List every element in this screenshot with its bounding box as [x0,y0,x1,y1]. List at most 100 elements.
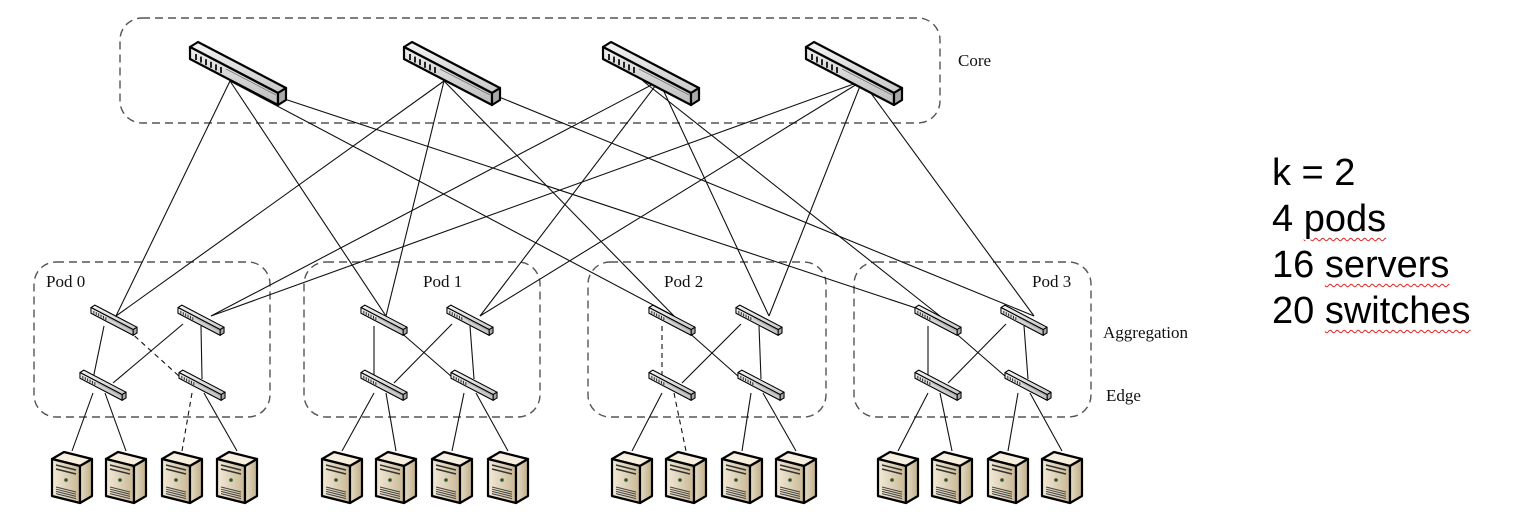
core-agg-link [115,80,445,317]
edge-server-link [741,392,752,452]
core-agg-link [861,80,1035,317]
group-boxes [33,17,1092,418]
aggregation-switch-2-1-icon [735,304,783,336]
links [71,80,1063,452]
core-group-box [119,17,941,124]
core-agg-link [229,80,941,317]
edge-server-link [673,392,687,452]
aggregation-switch-0-1-icon [177,304,225,336]
edge-switch-0-1-icon [178,369,226,401]
agg-edge-link [681,323,742,384]
aggregation-layer-label: Aggregation [1103,323,1188,342]
edge-switch-1-0-icon [360,369,408,401]
core-switch-1-icon [402,40,502,107]
core-agg-link [443,80,675,317]
agg-edge-link [397,329,453,378]
pod-label-2: Pod 2 [664,272,703,291]
aggregation-switch-1-0-icon [360,304,408,336]
edge-server-link [1007,392,1019,452]
agg-edge-link [393,323,453,384]
servers-count-line: 16 servers [1272,242,1471,288]
edge-server-link [181,392,193,452]
edge-server-link [1029,392,1063,452]
edge-switch-3-0-icon [914,369,962,401]
edge-layer-label: Edge [1106,386,1141,405]
server-1-1-icon [374,450,418,505]
edge-server-link [762,392,797,452]
agg-edge-link [127,329,181,378]
core-layer-label: Core [958,51,991,70]
agg-edge-link [112,323,184,384]
core-agg-link [229,80,675,317]
server-2-0-icon [610,450,654,505]
edge-switch-3-1-icon [1004,369,1052,401]
edge-server-link [475,392,509,452]
switches-word: switches [1324,290,1471,332]
aggregation-switch-3-1-icon [1000,304,1048,336]
agg-edge-link [758,325,762,380]
server-1-2-icon [430,450,474,505]
core-switch-2-icon [601,40,701,107]
pod-box-2 [587,261,827,418]
server-2-2-icon [720,450,764,505]
server-0-3-icon [215,450,259,505]
core-agg-link [479,80,863,317]
core-agg-link [768,80,863,317]
core-switch-3-icon [804,40,904,107]
core-agg-link [479,80,660,317]
core-switch-0-icon [188,40,288,107]
core-agg-link [115,80,231,317]
edge-server-link [341,392,375,452]
agg-edge-link [951,329,1007,378]
pod-box-1 [303,261,541,418]
edge-server-link [631,392,663,452]
switches-count-line: 20 switches [1272,288,1471,334]
pod-label-0: Pod 0 [46,272,85,291]
agg-edge-link [200,325,203,380]
edge-server-link [897,392,929,452]
core-agg-link [658,80,770,317]
pod-box-3 [853,261,1092,418]
pod-label-3: Pod 3 [1032,272,1071,291]
pods-count-line: 4 pods [1272,196,1471,242]
server-0-0-icon [50,450,94,505]
server-1-0-icon [320,450,364,505]
pod-box-0 [33,261,271,418]
server-0-2-icon [160,450,204,505]
server-0-1-icon [104,450,148,505]
agg-edge-link [947,323,1007,384]
agg-edge-link [92,325,105,380]
pods-count: 4 [1272,198,1304,240]
core-agg-link [210,80,660,317]
core-agg-link [642,80,941,317]
core-agg-link [385,80,445,317]
edge-switch-1-1-icon [450,369,498,401]
server-2-1-icon [664,450,708,505]
aggregation-switch-0-0-icon [90,304,138,336]
edge-server-link [104,392,127,452]
agg-edge-link [469,325,475,380]
aggregation-switch-1-1-icon [446,304,494,336]
edge-server-link [385,392,397,452]
k-value-line: k = 2 [1272,152,1356,194]
summary-panel: k = 2 4 pods 16 servers 20 switches [1272,150,1471,334]
core-agg-link [459,80,1035,317]
devices [50,40,1084,505]
edge-switch-0-0-icon [79,369,127,401]
edge-switch-2-1-icon [737,369,785,401]
pod-label-1: Pod 1 [423,272,462,291]
agg-edge-link [1023,325,1029,380]
server-3-2-icon [986,450,1030,505]
switches-count: 20 [1272,290,1325,332]
edge-server-link [203,392,238,452]
edge-switch-2-0-icon [648,369,696,401]
edge-server-link [939,392,953,452]
server-1-3-icon [486,450,530,505]
core-agg-link [229,80,387,317]
server-3-0-icon [876,450,920,505]
core-agg-link [210,80,863,317]
edge-server-link [71,392,94,452]
servers-count: 16 [1272,244,1325,286]
aggregation-switch-3-0-icon [914,304,962,336]
